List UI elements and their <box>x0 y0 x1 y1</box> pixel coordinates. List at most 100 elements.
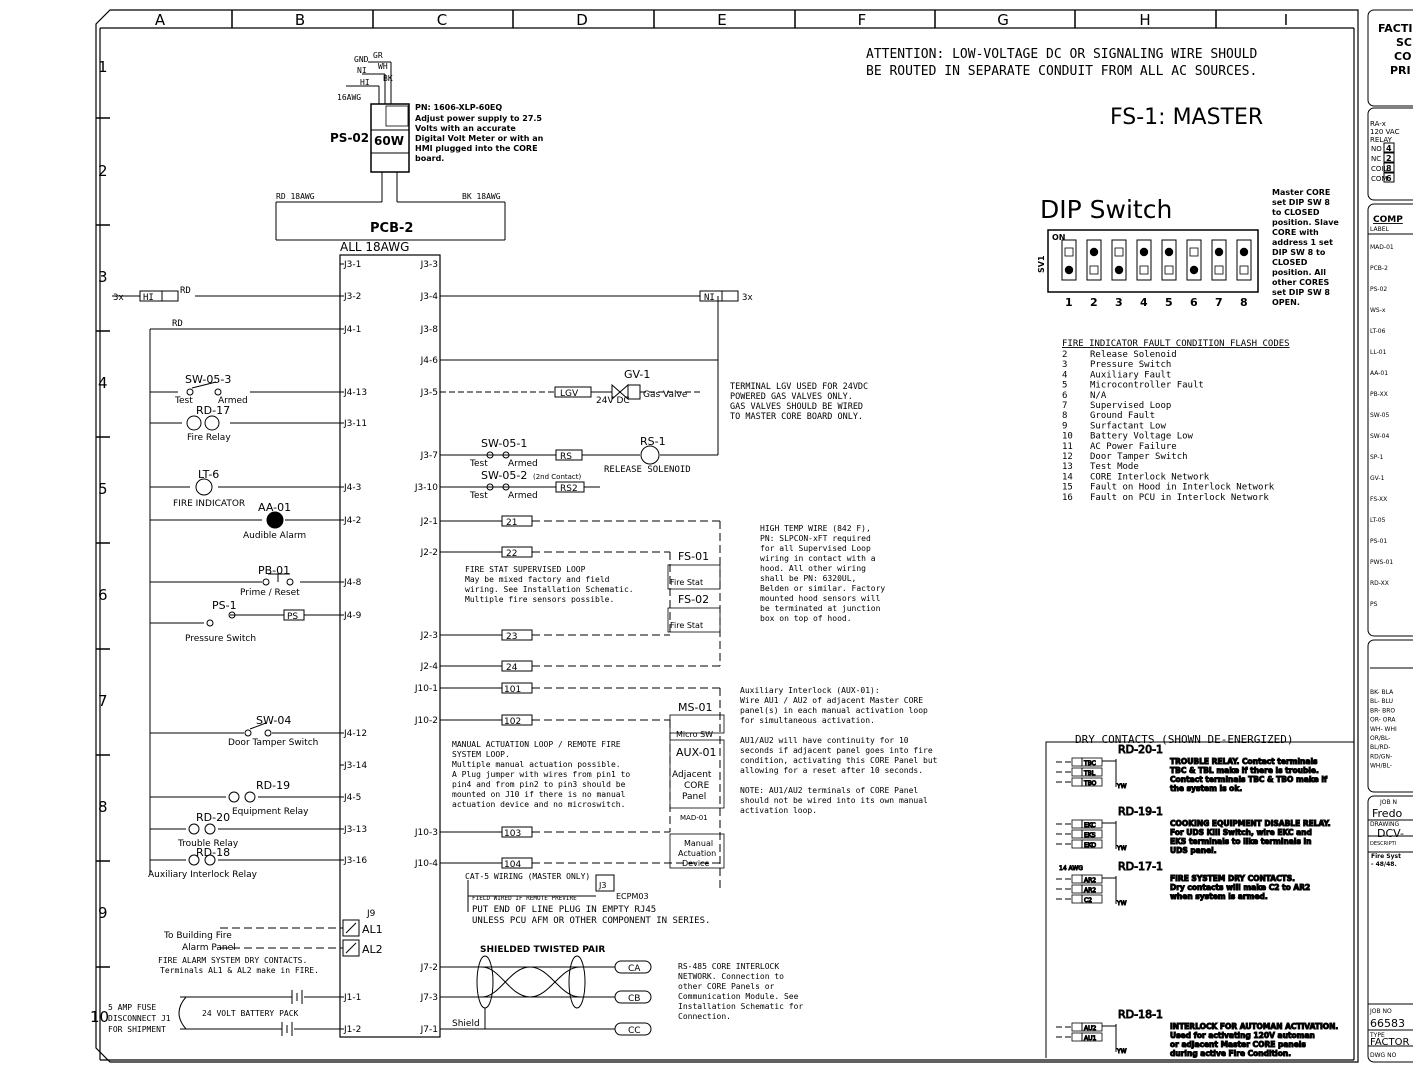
fs02-label: FS-02 <box>678 593 709 606</box>
color-row-9: WH/BL- <box>1370 763 1392 770</box>
pcb-terminal-j10-3: J10-3 <box>414 828 438 838</box>
ps-wire-bk: BK <box>383 74 393 83</box>
manual-act-1: Manual <box>684 839 713 848</box>
aux-note-line-13: activation loop. <box>740 806 817 815</box>
col-label-h: H <box>1139 11 1150 29</box>
ps-box-label: PS <box>287 612 298 622</box>
dry-yw-1: YW <box>1116 783 1127 790</box>
sw053-label: SW-05-3 <box>185 373 231 386</box>
manual-act-3: Device <box>682 859 709 868</box>
24vdc-label: 24V DC <box>596 396 630 406</box>
core-label: CORE <box>684 781 710 791</box>
sw052-label: SW-05-2 <box>481 469 527 482</box>
dip-cell-7 <box>1211 239 1227 281</box>
dry-term-4-1: AU2 <box>1084 1025 1096 1032</box>
flash-code-num-7: 7 <box>1062 401 1067 411</box>
pcb-terminal-j4-5: J4-5 <box>343 793 361 803</box>
row-label-4: 4 <box>98 374 108 392</box>
tb-job-value: Fredo <box>1372 807 1403 820</box>
equipment-relay-label: Equipment Relay <box>232 807 309 817</box>
firestat-note-4: Multiple fire sensors possible. <box>465 595 614 604</box>
left-wiring <box>112 290 360 1036</box>
color-row-7: BL/RD- <box>1370 744 1390 751</box>
dip-note-line-8: CLOSED <box>1272 258 1308 267</box>
dry-contact-text-4-3: or adjacent Master CORE panels <box>1170 1040 1306 1049</box>
fire-relay-label: Fire Relay <box>187 433 231 443</box>
aux-note-line-7: seconds if adjacent panel goes into fire <box>740 746 933 755</box>
dip-note-line-1: Master CORE <box>1272 188 1330 197</box>
hightemp-note-line-2: PN: SLPCON-xFT required <box>760 534 871 543</box>
dip-cell-5 <box>1161 239 1177 281</box>
pcb-terminal-j10-1: J10-1 <box>414 684 438 694</box>
dip-note-line-5: CORE with <box>1272 228 1319 237</box>
flash-code-num-6: 6 <box>1062 391 1067 401</box>
dry-contact-label-1: RD-20-1 <box>1118 743 1163 756</box>
ps-label: PS-02 <box>330 131 369 145</box>
dip-number-1: 1 <box>1065 296 1073 309</box>
dry-contact-text-1-4: the system is ok. <box>1170 784 1242 793</box>
title-block <box>1367 9 1413 1063</box>
fuse-note-3: FOR SHIPMENT <box>108 1025 166 1034</box>
color-row-5: WH- WHI <box>1370 726 1397 733</box>
row-label-3: 3 <box>98 268 108 286</box>
prime-reset-label: Prime / Reset <box>240 588 300 598</box>
eol-note-1: PUT END OF LINE PLUG IN EMPTY RJ45 <box>472 905 656 915</box>
fuse-note-1: 5 AMP FUSE <box>108 1003 156 1012</box>
col-label-f: F <box>858 11 867 29</box>
col-label-i: I <box>1284 11 1288 29</box>
firestat-note-2: May be mixed factory and field <box>465 575 610 584</box>
pcb-terminal-j3-1: J3-1 <box>343 260 361 270</box>
ps-rd-wire: RD 18AWG <box>276 192 315 201</box>
aux-note-line-8: condition, activating this CORE Panel bu… <box>740 756 938 765</box>
flash-code-desc-15: Fault on Hood in Interlock Network <box>1090 483 1275 493</box>
ps-wire-gr: GR <box>373 51 383 60</box>
col-label-a: A <box>155 11 166 29</box>
dry-term-1-1: TBC <box>1083 760 1096 767</box>
hightemp-note-line-7: Belden or similar. Factory <box>760 584 885 593</box>
dip-knob-2 <box>1089 247 1099 257</box>
term-102: 102 <box>504 717 521 727</box>
dip-switch-cells <box>1061 239 1252 281</box>
aux-note-line-6: AU1/AU2 will have continuity for 10 <box>740 736 909 745</box>
ni-label: NI <box>704 293 715 303</box>
aux01-label: AUX-01 <box>676 746 717 759</box>
flash-code-num-9: 9 <box>1062 421 1067 431</box>
dry-term-3-3: C2 <box>1084 897 1092 904</box>
fs01-fire-stat: Fire Stat <box>670 578 703 587</box>
manual-note-line-5: pin4 and from pin2 to pin3 should be <box>452 780 626 789</box>
flash-code-num-8: 8 <box>1062 411 1067 421</box>
field-wired-label: FIELD WIRED IF REMOTE PREVIRE <box>472 895 577 902</box>
row-label-5: 5 <box>98 480 108 498</box>
dip-number-5: 5 <box>1165 296 1173 309</box>
dry-contact-label-4: RD-18-1 <box>1118 1008 1163 1021</box>
audible-alarm-label: Audible Alarm <box>243 531 306 541</box>
sw051-label: SW-05-1 <box>481 437 527 450</box>
sw052-armed: Armed <box>508 491 538 501</box>
row-ticks <box>96 117 110 968</box>
dry-term-1-2: TBL <box>1083 770 1096 777</box>
aux-interlock-note: Auxiliary Interlock (AUX-01):Wire AU1 / … <box>740 686 938 815</box>
second-contact-label: (2nd Contact) <box>533 473 582 481</box>
dip-note-line-2: set DIP SW 8 <box>1272 198 1330 207</box>
tb-label-header: LABEL <box>1370 226 1389 233</box>
cb-label: CB <box>628 994 640 1004</box>
gv1-label: GV-1 <box>624 368 650 381</box>
flash-code-num-15: 15 <box>1062 483 1073 493</box>
color-row-8: RD/GN- <box>1370 753 1392 760</box>
flash-code-desc-13: Test Mode <box>1090 462 1139 472</box>
pcb-terminal-j4-1: J4-1 <box>343 325 361 335</box>
hightemp-note-line-4: wiring in contact with a <box>760 554 876 563</box>
term-24: 24 <box>506 663 518 673</box>
ca-label: CA <box>628 964 641 974</box>
comp-row-1: MAD-01 <box>1370 244 1394 251</box>
ps1-label: PS-1 <box>212 599 237 612</box>
relay-pin-num-2: 2 <box>1386 154 1392 163</box>
dip-knob-7 <box>1214 247 1224 257</box>
comp-row-10: SW-04 <box>1370 433 1389 440</box>
color-row-6: OR/BL- <box>1370 735 1390 742</box>
micro-sw-label: Micro SW <box>676 730 713 739</box>
dry-contact-text-2-2: For UDS Kill Switch, wire EKC and <box>1170 828 1312 837</box>
dry-term-1-3: TBO <box>1083 780 1097 787</box>
